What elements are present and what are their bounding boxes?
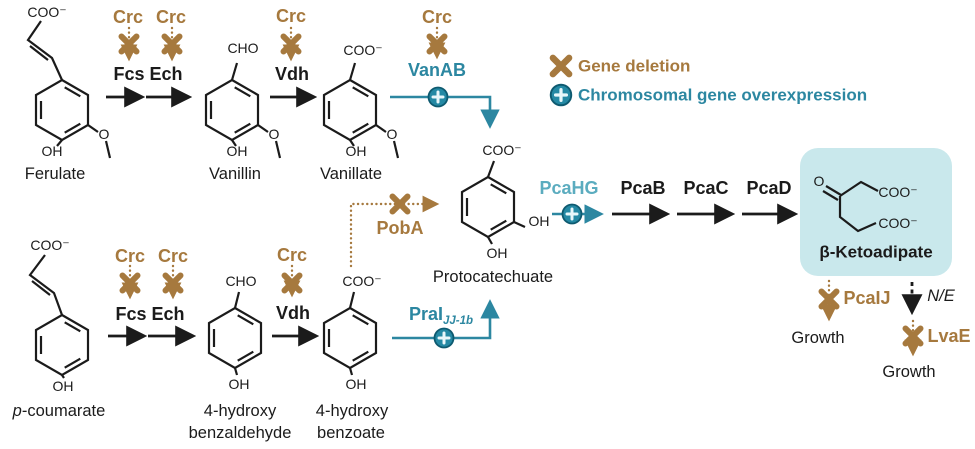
ferulate-o-label: O (98, 126, 110, 142)
prai-arrow (392, 299, 500, 340)
crc-label-7: Crc (276, 245, 308, 265)
ferulate-name: Ferulate (24, 164, 86, 183)
poba-label: PobA (376, 218, 424, 238)
hbo-oh-label: OH (345, 376, 367, 392)
vanillin-o-label: O (268, 126, 280, 142)
ketoadipate-coo1-label: COO⁻ (878, 184, 918, 200)
protocatechuate-oh4-label: OH (486, 245, 508, 261)
crc-label-2: Crc (155, 7, 187, 27)
ketoadipate-o-label: O (813, 173, 825, 189)
crc-label-6: Crc (157, 246, 189, 266)
vanillin-name: Vanillin (209, 164, 261, 183)
ferulate-coo-label: COO⁻ (27, 4, 67, 20)
vanab-arrow (390, 95, 500, 129)
vanillate-coo-label: COO⁻ (343, 42, 383, 58)
hbo-name-line1: 4-hydroxy (315, 401, 389, 420)
coumarate-coo-label: COO⁻ (30, 237, 70, 253)
vanillate-oh-label: OH (345, 143, 367, 159)
beta-ketoadipate-highlight-box (800, 148, 952, 276)
vdh-label-top: Vdh (275, 64, 309, 84)
crc-label-4: Crc (421, 7, 453, 27)
pcaij-label: PcaIJ (843, 288, 891, 308)
crc-label-3: Crc (275, 6, 307, 26)
prai-label: PraIJJ-1b (409, 305, 473, 328)
ketoadipate-coo2-label: COO⁻ (878, 215, 918, 231)
vanillin-cho-label: CHO (227, 40, 259, 56)
legend-overexpression: Chromosomal gene overexpression (578, 85, 868, 105)
vdh-label-bottom: Vdh (276, 303, 310, 323)
p-coumarate-name: p-coumarate (13, 403, 106, 420)
fcs-ech-label-bottom: Fcs Ech (115, 304, 185, 324)
hbo-coo-label: COO⁻ (342, 273, 382, 289)
p-coumarate-prefix: p (12, 401, 22, 420)
vanillate-name: Vanillate (319, 164, 383, 183)
crc-label-1: Crc (112, 7, 144, 27)
protocatechuate-name: Protocatechuate (432, 267, 554, 286)
fcs-ech-label-top: Fcs Ech (113, 64, 183, 84)
brown-dotted-arrows (120, 26, 922, 357)
hba-oh-label: OH (228, 376, 250, 392)
bond-lines (26, 20, 879, 379)
hba-name-line2: benzaldehyde (188, 423, 292, 442)
legend-plus-icon (549, 83, 573, 107)
vanillin-oh-label: OH (226, 143, 248, 159)
vanillate-o-label: O (386, 126, 398, 142)
poba-dotted-arrow (349, 195, 440, 268)
crc-label-5: Crc (114, 246, 146, 266)
growth-label-left: Growth (791, 328, 845, 347)
lvae-label: LvaE (927, 326, 971, 346)
p-coumarate-suffix: -coumarate (21, 401, 106, 420)
legend-gene-deletion: Gene deletion (578, 56, 691, 76)
pcad-label: PcaD (746, 178, 792, 198)
prai-subscript: JJ-1b (442, 314, 474, 327)
hba-cho-label: CHO (225, 273, 257, 289)
pcab-label: PcaB (620, 178, 666, 198)
protocatechuate-coo-label: COO⁻ (482, 142, 522, 158)
coumarate-oh-label: OH (52, 378, 74, 394)
black-reaction-arrows (106, 86, 923, 347)
legend-x-icon (553, 58, 569, 74)
ne-label: N/E (927, 286, 955, 305)
hbo-name-line2: benzoate (317, 423, 385, 442)
prai-main: PraI (408, 303, 443, 324)
ferulate-oh-label: OH (41, 143, 63, 159)
pcac-label: PcaC (683, 178, 729, 198)
vanab-label: VanAB (407, 60, 467, 80)
beta-ketoadipate-name: β-Ketoadipate (819, 242, 933, 262)
protocatechuate-oh3-label: OH (528, 213, 550, 229)
hba-name-line1: 4-hydroxy (203, 401, 277, 420)
pcahg-label: PcaHG (539, 178, 599, 198)
growth-label-right: Growth (882, 362, 936, 381)
